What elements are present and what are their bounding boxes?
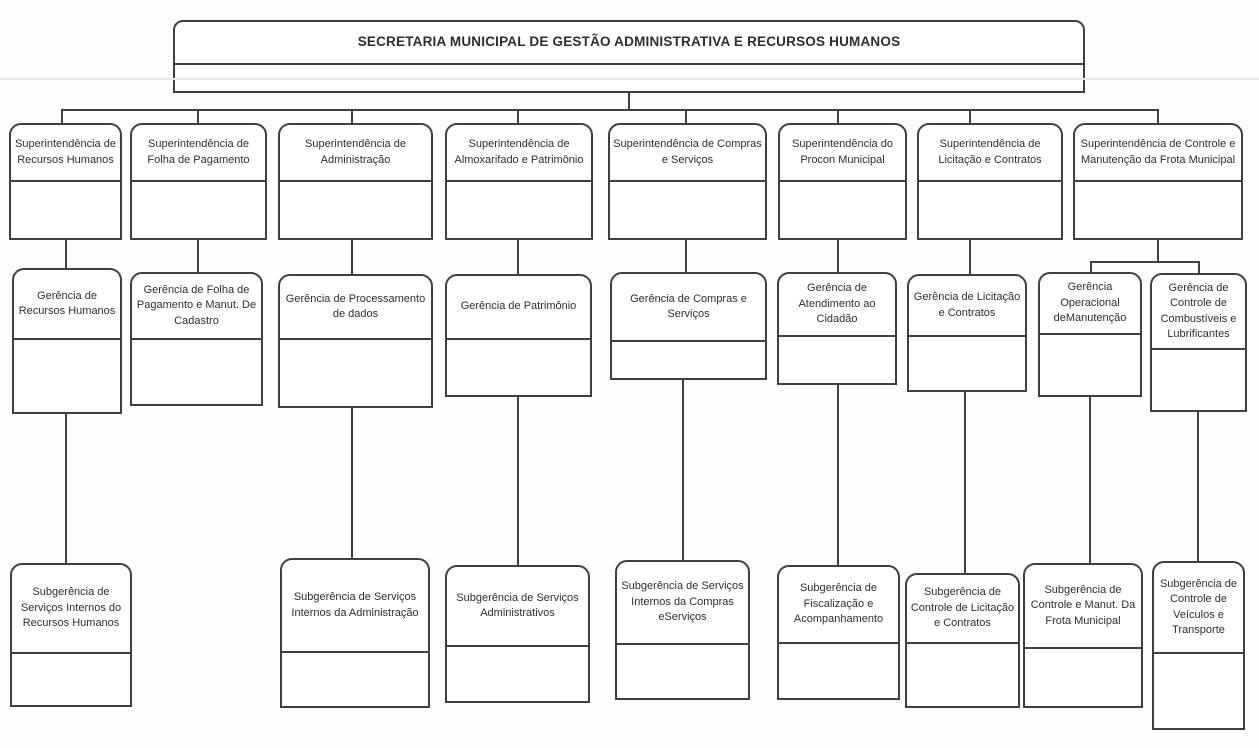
org-node-label: Gerência de Atendimento ao Cidadão [779, 274, 895, 337]
org-node-gerencia-combustiveis-lubrificantes: Gerência de Controle de Combustíveis e L… [1150, 273, 1247, 412]
org-node-body [11, 182, 120, 238]
org-node-superintendencia-almoxarifado-patrimonio: Superintendência de Almoxarifado e Patri… [445, 123, 593, 240]
org-node-body [132, 182, 265, 238]
org-node-gerencia-patrimonio: Gerência de Patrimônio [445, 274, 592, 397]
org-node-label: Gerência Operacional deManutenção [1040, 274, 1140, 335]
org-node-subgerencia-controle-veiculos: Subgerência de Controle de Veículos e Tr… [1152, 561, 1245, 730]
org-node-subgerencia-servicos-internos-compras: Subgerência de Serviços Internos da Comp… [615, 560, 750, 700]
org-node-body [1152, 350, 1245, 410]
connector-level1-bus [61, 109, 1159, 123]
org-node-body [612, 342, 765, 378]
org-node-gerencia-processamento-dados: Gerência de Processamento de dados [278, 274, 433, 408]
org-node-gerencia-compras-servicos: Gerência de Compras e Serviços [610, 272, 767, 380]
org-node-superintendencia-administracao: Superintendência de Administração [278, 123, 433, 240]
org-node-gerencia-atendimento-cidadao: Gerência de Atendimento ao Cidadão [777, 272, 897, 385]
org-node-label: Gerência de Recursos Humanos [14, 270, 120, 340]
org-node-body [907, 644, 1018, 706]
org-node-label: Superintendência de Compras e Serviços [610, 125, 765, 182]
org-node-label: Superintendência de Almoxarifado e Patri… [447, 125, 591, 182]
org-node-label: Subgerência de Serviços Internos do Recu… [12, 565, 130, 654]
org-node-body [175, 65, 1083, 91]
org-node-body [280, 340, 431, 406]
org-node-body [1025, 649, 1141, 706]
org-node-body [280, 182, 431, 238]
org-node-subgerencia-fiscalizacao-acompanhamento: Subgerência de Fiscalização e Acompanham… [777, 565, 900, 700]
org-node-body [909, 337, 1025, 390]
org-node-superintendencia-procon-municipal: Superintendência do Procon Municipal [778, 123, 907, 240]
org-node-label: Subgerência de Serviços Internos da Admi… [282, 560, 428, 653]
connector-frota-branch [1090, 240, 1200, 273]
org-node-label: Gerência de Patrimônio [447, 276, 590, 340]
org-node-body [132, 340, 261, 404]
org-node-label: Superintendência de Folha de Pagamento [132, 125, 265, 182]
org-node-superintendencia-folha-pagamento: Superintendência de Folha de Pagamento [130, 123, 267, 240]
org-node-body [447, 647, 588, 701]
org-node-label: SECRETARIA MUNICIPAL DE GESTÃO ADMINISTR… [175, 22, 1083, 65]
org-node-subgerencia-servicos-administrativos: Subgerência de Serviços Administrativos [445, 565, 590, 703]
org-node-label: Subgerência de Serviços Internos da Comp… [617, 562, 748, 645]
org-node-label: Gerência de Controle de Combustíveis e L… [1152, 275, 1245, 350]
org-node-label: Subgerência de Fiscalização e Acompanham… [779, 567, 898, 644]
org-node-gerencia-licitacao-contratos: Gerência de Licitação e Contratos [907, 274, 1027, 392]
org-node-gerencia-recursos-humanos: Gerência de Recursos Humanos [12, 268, 122, 414]
org-node-label: Subgerência de Serviços Administrativos [447, 567, 588, 647]
connector-level1-drops [197, 110, 971, 123]
org-node-superintendencia-licitacao-contratos: Superintendência de Licitação e Contrato… [917, 123, 1063, 240]
org-node-label: Superintendência de Administração [280, 125, 431, 182]
org-node-secretaria: SECRETARIA MUNICIPAL DE GESTÃO ADMINISTR… [173, 20, 1085, 93]
org-node-label: Subgerência de Controle e Manut. Da Frot… [1025, 565, 1141, 649]
org-node-body [919, 182, 1061, 238]
org-node-body [780, 182, 905, 238]
org-node-label: Gerência de Compras e Serviços [612, 274, 765, 342]
org-node-subgerencia-controle-licitacao: Subgerência de Controle de Licitação e C… [905, 573, 1020, 708]
org-node-subgerencia-controle-manut-frota: Subgerência de Controle e Manut. Da Frot… [1023, 563, 1143, 708]
org-node-body [12, 654, 130, 705]
org-node-body [447, 340, 590, 395]
org-node-body [447, 182, 591, 238]
org-node-superintendencia-compras-servicos: Superintendência de Compras e Serviços [608, 123, 767, 240]
org-node-gerencia-operacional-manutencao: Gerência Operacional deManutenção [1038, 272, 1142, 397]
org-node-subgerencia-servicos-internos-rh: Subgerência de Serviços Internos do Recu… [10, 563, 132, 707]
org-node-body [779, 644, 898, 698]
org-node-label: Subgerência de Controle de Licitação e C… [907, 575, 1018, 644]
org-node-label: Superintendência de Controle e Manutençã… [1075, 125, 1241, 182]
org-node-body [610, 182, 765, 238]
org-node-label: Superintendência de Licitação e Contrato… [919, 125, 1061, 182]
org-node-label: Gerência de Licitação e Contratos [909, 276, 1025, 337]
org-node-body [14, 340, 120, 412]
org-node-body [1075, 182, 1241, 238]
org-node-body [1040, 335, 1140, 395]
org-node-subgerencia-servicos-internos-administracao: Subgerência de Serviços Internos da Admi… [280, 558, 430, 708]
org-node-superintendencia-recursos-humanos: Superintendência de Recursos Humanos [9, 123, 122, 240]
org-node-gerencia-folha-pagamento-cadastro: Gerência de Folha de Pagamento e Manut. … [130, 272, 263, 406]
org-node-body [282, 653, 428, 706]
org-node-body [617, 645, 748, 698]
org-node-body [1154, 654, 1243, 728]
org-node-label: Gerência de Processamento de dados [280, 276, 431, 340]
org-node-label: Superintendência de Recursos Humanos [11, 125, 120, 182]
org-node-label: Superintendência do Procon Municipal [780, 125, 905, 182]
connector-level3-links [65, 380, 1199, 573]
connector-level2-links [65, 240, 971, 274]
org-node-body [779, 337, 895, 383]
org-node-label: Gerência de Folha de Pagamento e Manut. … [132, 274, 261, 340]
org-node-label: Subgerência de Controle de Veículos e Tr… [1154, 563, 1243, 654]
org-node-superintendencia-frota-municipal: Superintendência de Controle e Manutençã… [1073, 123, 1243, 240]
